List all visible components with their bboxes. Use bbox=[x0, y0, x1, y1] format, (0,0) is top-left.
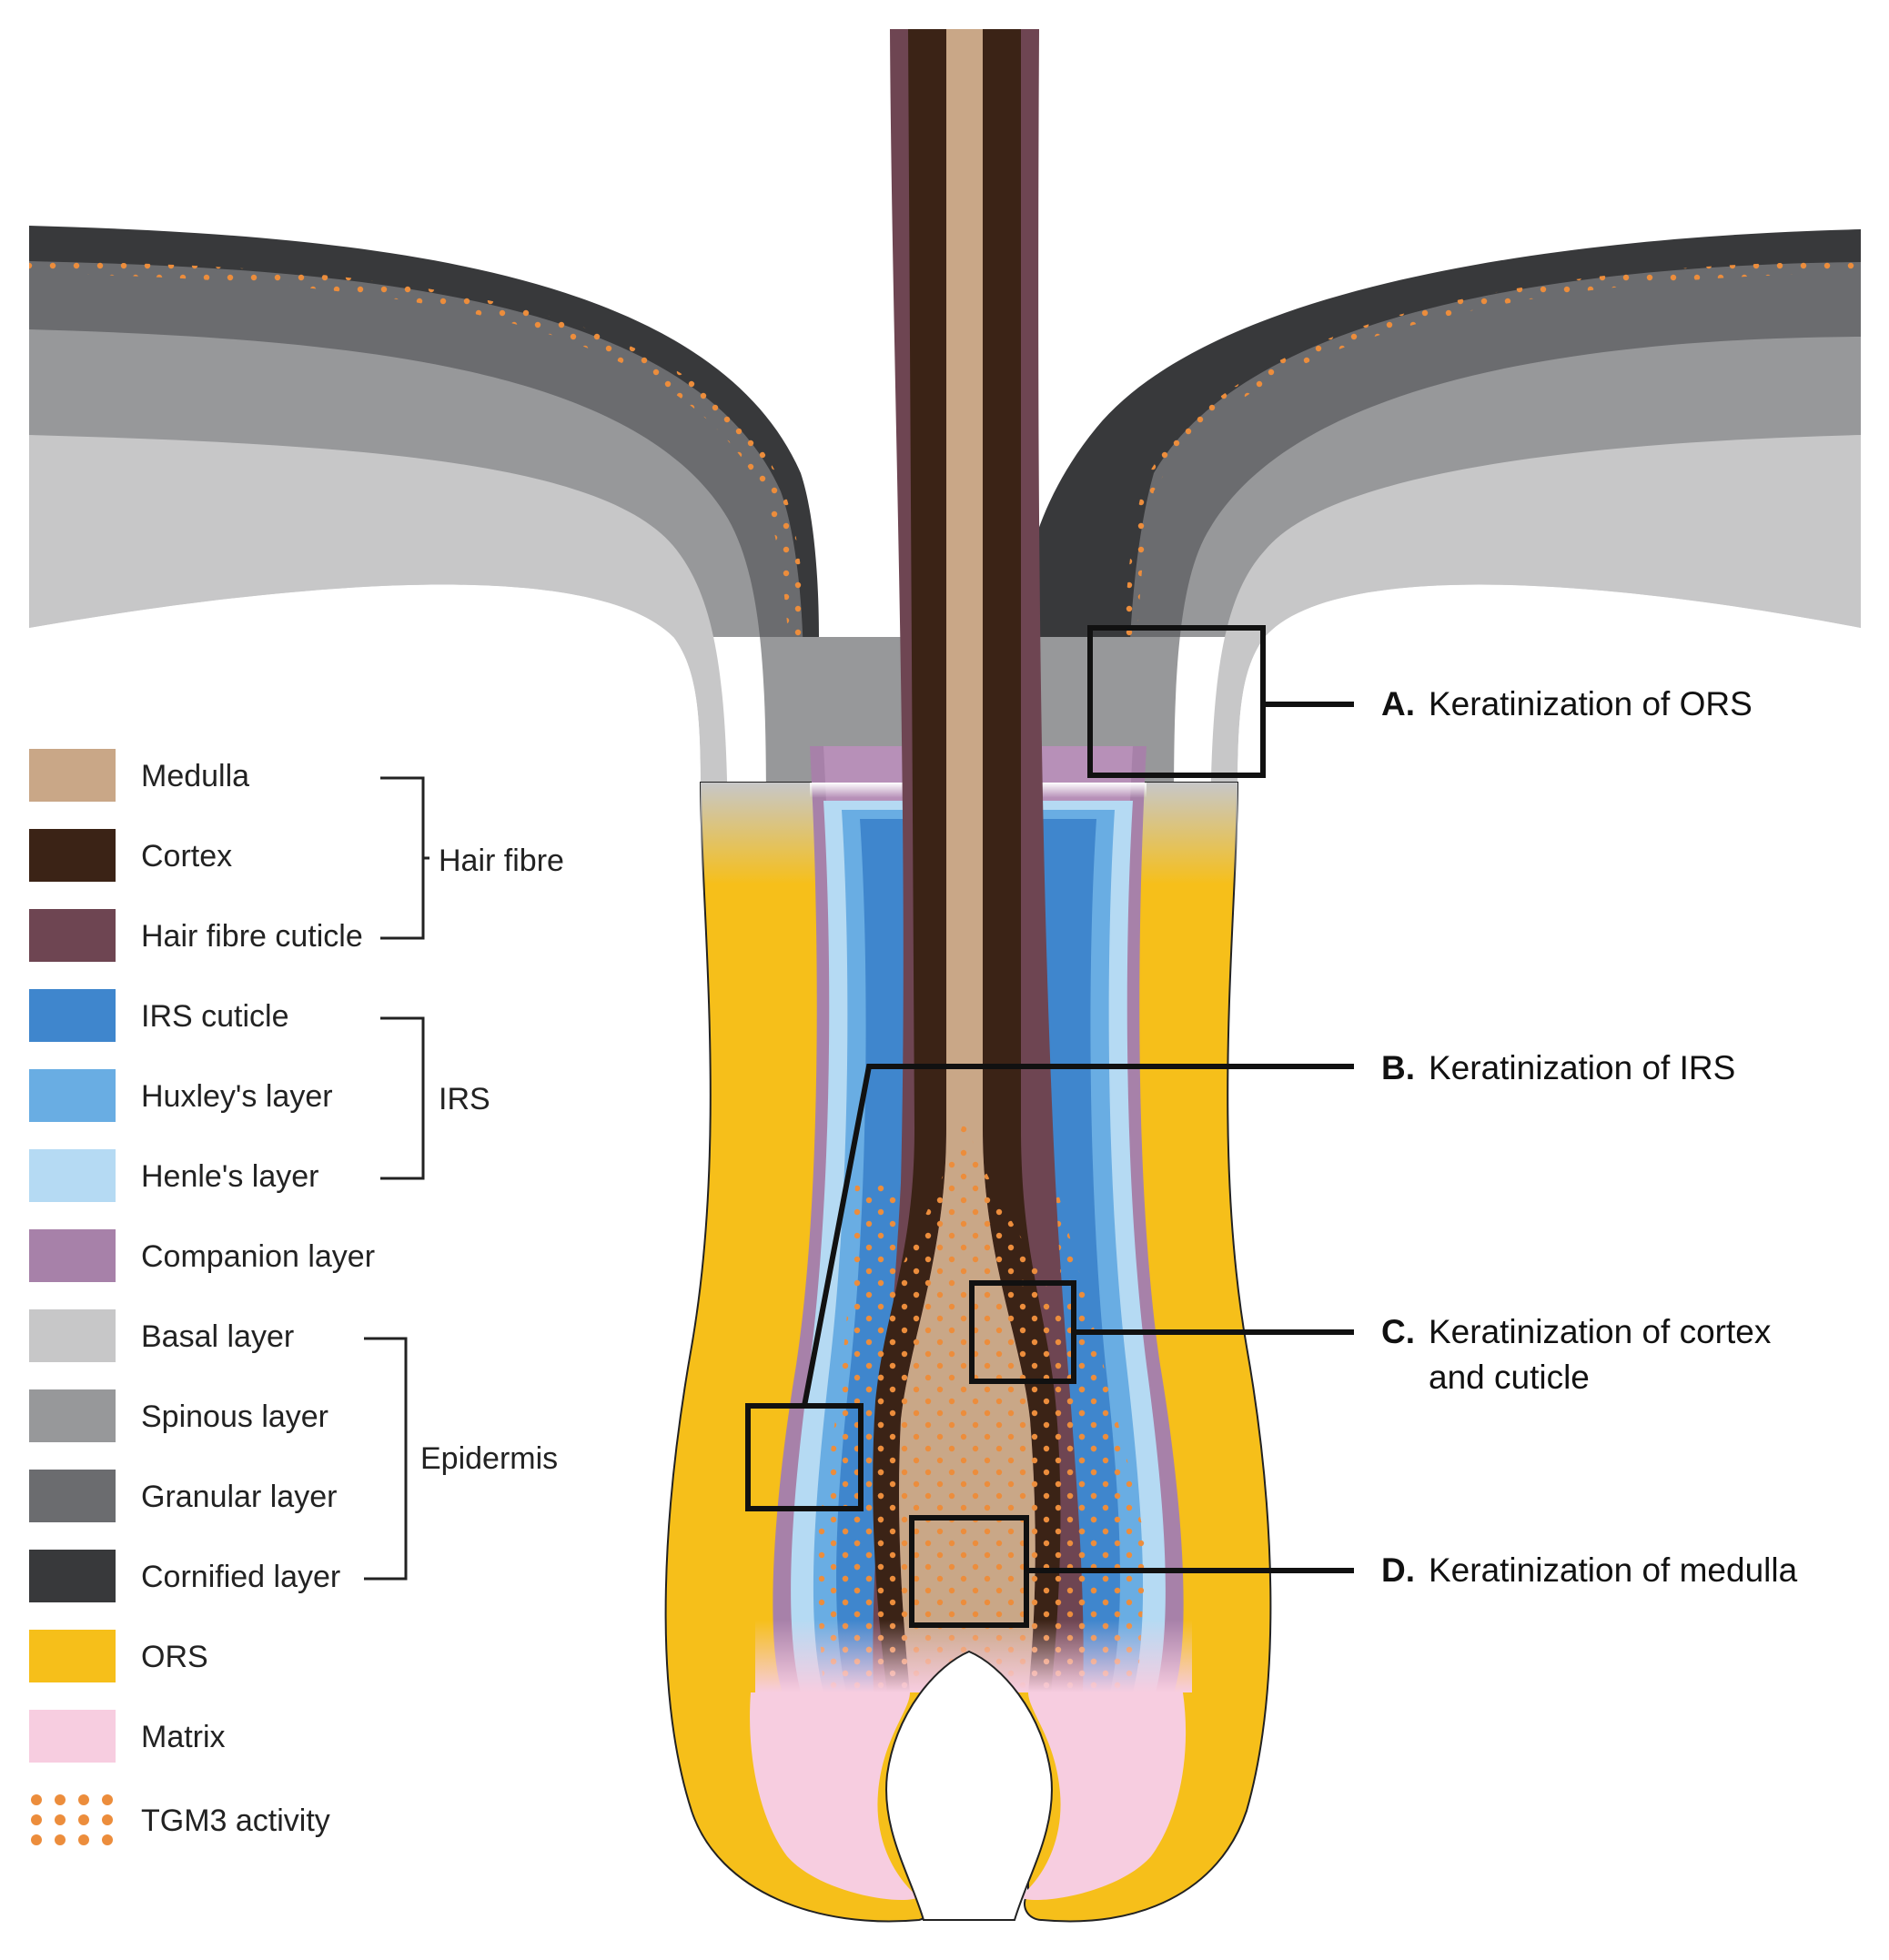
spinous-layer bbox=[29, 329, 1861, 819]
swatch-cornified bbox=[29, 1550, 116, 1602]
legend-group-hair-fibre: Hair fibre bbox=[439, 844, 564, 878]
legend-label-granular: Granular layer bbox=[141, 1480, 337, 1514]
callout-a-letter: A. bbox=[1381, 685, 1415, 722]
basal-layer bbox=[29, 435, 1861, 855]
callout-d-letter: D. bbox=[1381, 1551, 1415, 1589]
dermis-right bbox=[1237, 584, 1889, 1960]
swatch-irs-cuticle bbox=[29, 989, 116, 1042]
legend-label-tgm3: TGM3 activity bbox=[141, 1803, 330, 1838]
tgm3-irs-left bbox=[814, 1183, 901, 1692]
swatch-matrix bbox=[29, 1710, 116, 1763]
legend-label-matrix: Matrix bbox=[141, 1720, 226, 1754]
swatch-cortex bbox=[29, 829, 116, 882]
swatch-companion bbox=[29, 1229, 116, 1282]
legend-label-companion: Companion layer bbox=[141, 1239, 375, 1274]
swatch-huxley bbox=[29, 1069, 116, 1122]
tgm3-irs-right bbox=[1056, 1183, 1147, 1692]
legend-label-basal: Basal layer bbox=[141, 1319, 294, 1354]
legend-label-hair-cuticle: Hair fibre cuticle bbox=[141, 919, 363, 954]
tgm3-lower-follicle bbox=[823, 1119, 1128, 1692]
bracket-epidermis bbox=[364, 1337, 408, 1581]
legend-label-huxley: Huxley's layer bbox=[141, 1079, 333, 1114]
legend-group-irs: IRS bbox=[439, 1082, 490, 1116]
legend-label-irs-cuticle: IRS cuticle bbox=[141, 999, 289, 1034]
callout-b-letter: B. bbox=[1381, 1049, 1415, 1086]
callout-c-letter: C. bbox=[1381, 1313, 1415, 1350]
line-b bbox=[802, 1064, 1354, 1407]
swatch-hair-cuticle bbox=[29, 909, 116, 962]
legend-group-epidermis: Epidermis bbox=[420, 1441, 558, 1476]
callout-d-text: Keratinization of medulla bbox=[1429, 1551, 1798, 1589]
legend: Medulla Cortex Hair fibre cuticle IRS cu… bbox=[29, 749, 564, 1845]
callout-labels: A. Keratinization of ORS B. Keratinizati… bbox=[1381, 685, 1798, 1589]
legend-label-cornified: Cornified layer bbox=[141, 1560, 340, 1594]
matrix-right bbox=[1019, 1692, 1187, 1900]
bracket-irs bbox=[380, 1016, 425, 1180]
matrix-left bbox=[750, 1692, 919, 1900]
matrix bbox=[750, 1620, 1192, 1921]
legend-label-spinous: Spinous layer bbox=[141, 1399, 328, 1434]
swatch-spinous bbox=[29, 1389, 116, 1442]
legend-label-henle: Henle's layer bbox=[141, 1159, 318, 1194]
legend-label-cortex: Cortex bbox=[141, 839, 232, 874]
callout-b-text: Keratinization of IRS bbox=[1429, 1049, 1735, 1086]
dermis bbox=[0, 584, 701, 1960]
legend-label-medulla: Medulla bbox=[141, 759, 249, 793]
swatch-henle bbox=[29, 1149, 116, 1202]
legend-label-ors: ORS bbox=[141, 1640, 208, 1674]
dermal-papilla bbox=[885, 1650, 1053, 1921]
swatch-medulla bbox=[29, 749, 116, 802]
callout-c-text: Keratinization of cortex bbox=[1429, 1313, 1772, 1350]
swatch-basal bbox=[29, 1309, 116, 1362]
callout-lines bbox=[802, 702, 1354, 1573]
callout-a-text: Keratinization of ORS bbox=[1429, 685, 1753, 722]
swatch-granular bbox=[29, 1470, 116, 1522]
callout-c-text2: and cuticle bbox=[1429, 1359, 1590, 1396]
swatch-ors bbox=[29, 1630, 116, 1682]
swatch-tgm3 bbox=[31, 1794, 113, 1845]
legend-brackets bbox=[364, 776, 429, 1581]
